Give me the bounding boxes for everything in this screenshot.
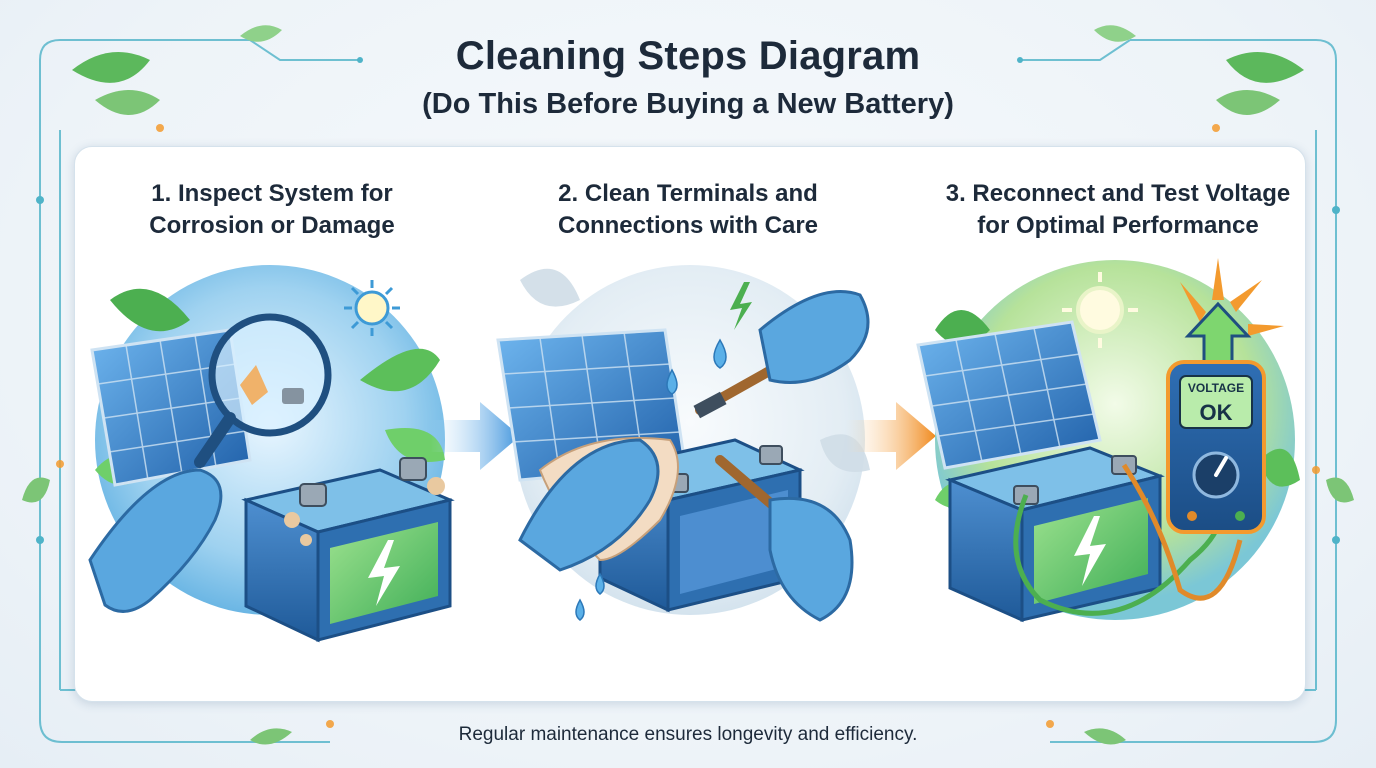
battery-icon (241, 457, 455, 643)
battery-icon (945, 446, 1165, 623)
step-1-title-line2: Corrosion or Damage (149, 212, 395, 239)
footer-note: Regular maintenance ensures longevity an… (458, 724, 918, 745)
glove-hand (768, 496, 854, 622)
sun-icon (344, 280, 400, 336)
brush-icon (693, 360, 785, 419)
glove-hand (518, 438, 660, 572)
sun-icon (1062, 272, 1138, 348)
glove-hand (88, 468, 223, 613)
step-2-title-line2: Connections with Care (557, 212, 819, 239)
meter-display-line1: VOLTAGE (1188, 381, 1244, 395)
magnifier-icon (194, 313, 332, 468)
multimeter-icon: VOLTAGE OK (1166, 360, 1266, 534)
sun-burst (1180, 258, 1284, 336)
step-2-title: 2. Clean Terminals and Connections with … (508, 178, 868, 242)
step-3-illustration: VOLTAGE OK (916, 258, 1300, 623)
leaf-icon (22, 25, 1354, 745)
step-3-title: 3. Reconnect and Test Voltage for Optima… (928, 178, 1308, 242)
step-1-illustration (88, 265, 455, 643)
meter-display-line2: OK (1200, 400, 1233, 425)
lightning-icon (368, 540, 400, 606)
glove-hand (758, 290, 870, 384)
step-1-title-line1: 1. Inspect System for (151, 180, 393, 207)
step-1-title: 1. Inspect System for Corrosion or Damag… (92, 178, 452, 242)
step-3-title-line1: 3. Reconnect and Test Voltage (945, 180, 1291, 207)
arrow-right-icon (430, 402, 520, 470)
lightning-icon (1074, 516, 1106, 586)
water-drop-icon (575, 338, 727, 621)
step-2-illustration (496, 265, 870, 622)
step-3-title-line2: for Optimal Performance (977, 212, 1259, 239)
step-2-title-line1: 2. Clean Terminals and (558, 180, 818, 207)
arrow-right-icon (846, 402, 936, 470)
page-title: Cleaning Steps Diagram (455, 34, 921, 78)
lightning-icon (730, 282, 752, 330)
solar-panel-icon (916, 320, 1102, 470)
page-subtitle: (Do This Before Buying a New Battery) (422, 88, 954, 120)
